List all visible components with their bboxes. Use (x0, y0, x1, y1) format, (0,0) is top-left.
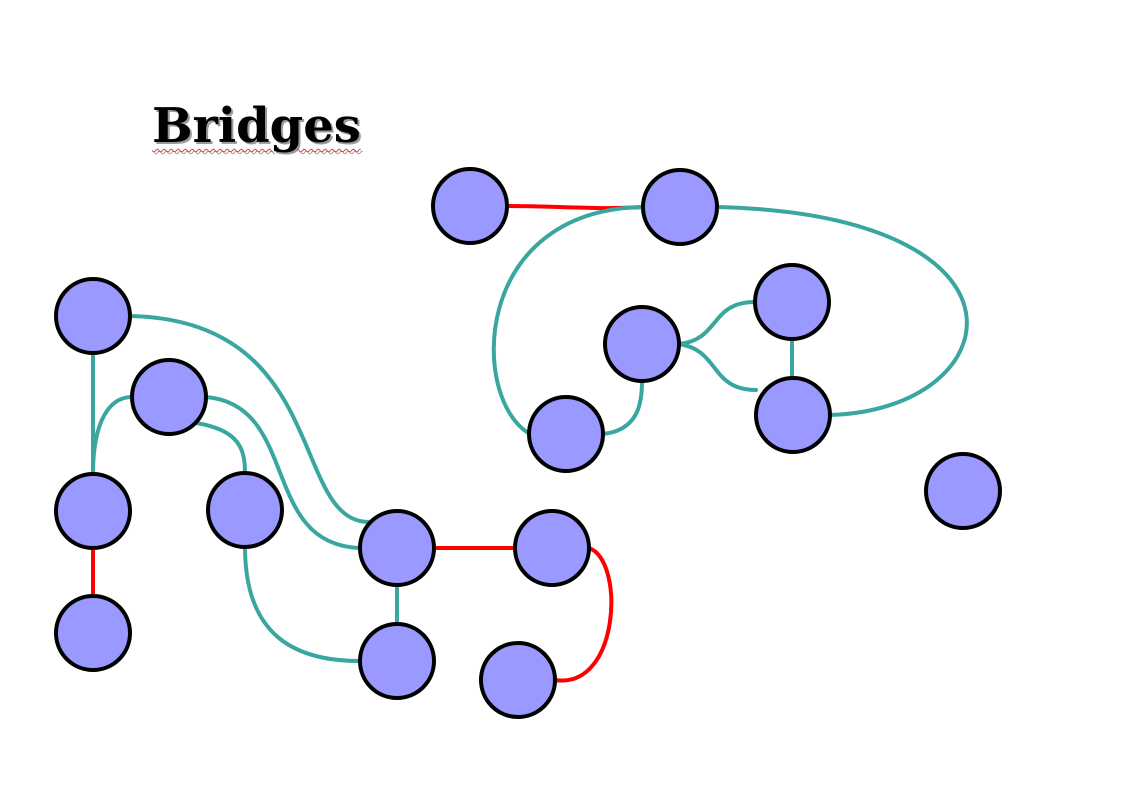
graph-node (54, 594, 132, 672)
graph-node (924, 452, 1002, 530)
graph-edge (677, 342, 758, 392)
graph-edge (601, 379, 644, 436)
graph-node (527, 395, 605, 473)
page-title: Bridges (152, 98, 361, 154)
graph-node (754, 376, 832, 454)
graph-node (513, 509, 591, 587)
graph-edge (194, 421, 247, 475)
graph-node (431, 167, 509, 245)
graph-node (54, 277, 132, 355)
edges-layer (91, 204, 969, 683)
graph-node (206, 471, 284, 549)
graph-node (603, 305, 681, 383)
graph-node (641, 168, 719, 246)
bridge-edge (553, 546, 614, 683)
graph-edge (243, 545, 362, 663)
graph-node (753, 263, 831, 341)
graph-node (358, 622, 436, 700)
graph-edge (491, 205, 645, 436)
graph-node (130, 358, 208, 436)
graph-node (54, 472, 132, 550)
graph-edge (677, 300, 757, 346)
graph-node (358, 509, 436, 587)
nodes-layer (54, 167, 1002, 719)
graph-edge (91, 395, 134, 476)
graph-edge (715, 205, 969, 417)
graph-edge (204, 395, 362, 550)
graph-node (479, 641, 557, 719)
graph-edge (128, 314, 370, 524)
